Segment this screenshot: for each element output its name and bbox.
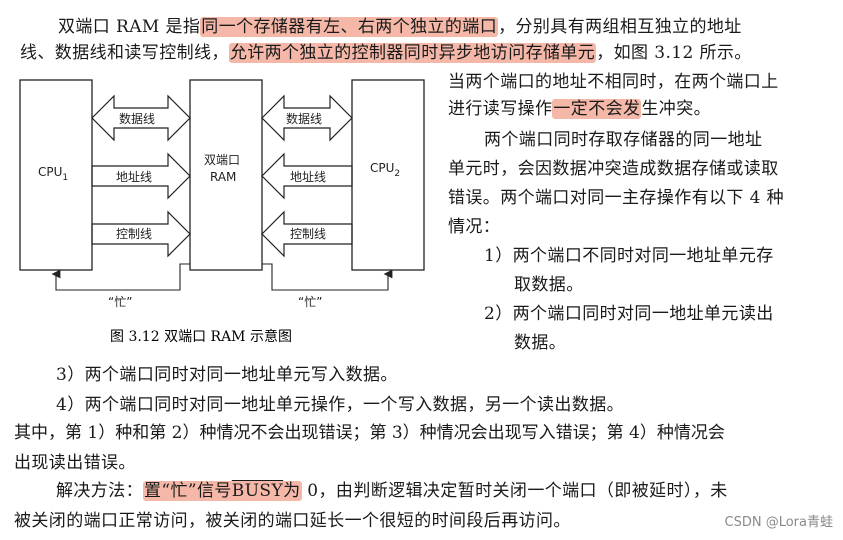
paragraph-line: 线、数据线和读写控制线，允许两个独立的控制器同时异步地访问存储单元，如图 3.1… [20,42,752,64]
paragraph-line: 双端口 RAM 是指同一个存储器有左、右两个独立的端口，分别具有两组相互独立的地… [58,16,742,38]
busy-right-label: “忙” [298,295,322,309]
address-bus-right [261,152,353,200]
busy-line-right [262,263,393,291]
address-bus-left [91,152,191,200]
control-bus-right-label: 控制线 [290,227,326,241]
text: 0，由判断逻辑决定暂时关闭一个端口（即被延时），未 [301,481,728,501]
text: 线、数据线和读写控制线， [20,43,229,63]
ram-label-2: RAM [210,170,236,184]
case-4: 4）两个端口同时对同一地址单元操作，一个写入数据，另一个读出数据。 [56,395,625,415]
cpu2-box [351,79,425,271]
right-line: 当两个端口的地址不相同时，在两个端口上 [448,72,779,92]
address-bus-left-label: 地址线 [116,170,152,184]
watermark: CSDN @Lora青蛙 [724,515,833,530]
data-bus-right [261,94,353,142]
text: 解决方法： [56,481,143,501]
summary-line: 出现读出错误。 [14,453,136,473]
right-line: 进行读写操作一定不会发生冲突。 [448,98,711,120]
highlighted-text: 置“忙”信号BUSY为 [143,481,302,501]
text: 双端口 RAM 是指 [58,17,201,37]
data-bus-left [91,94,191,142]
data-bus-left-label: 数据线 [119,111,155,126]
text: 进行读写操作 [448,99,553,119]
highlighted-text: 允许两个独立的控制器同时异步地访问存储单元 [228,43,597,63]
control-bus-left [91,210,191,258]
highlighted-text: 一定不会发 [552,99,642,119]
text: ，如图 3.12 所示。 [596,43,752,63]
cpu2-label: CPU2 [370,161,400,179]
case-2: 2）两个端口同时对同一地址单元读出 [484,304,774,324]
right-line: 错误。两个端口对同一主存操作有以下 4 种 [448,188,785,208]
solution-line-2: 被关闭的端口正常访问，被关闭的端口延长一个很短的时间段后再访问。 [14,511,571,531]
control-bus-right [261,210,353,258]
right-line: 单元时，会因数据冲突造成数据存储或读取 [448,159,779,179]
figure-caption: 图 3.12 双端口 RAM 示意图 [110,328,292,345]
text: 生冲突。 [641,99,712,119]
right-line: 情况： [448,217,501,237]
busy-left-label: “忙” [108,295,132,309]
case-1-cont: 取数据。 [514,275,584,295]
dual-port-ram-diagram: CPU1 双端口 RAM CPU2 数据线 地址线 控制线 数据线 地址线 控制… [19,79,425,345]
highlighted-text: 同一个存储器有左、右两个独立的端口 [200,17,499,37]
summary-line: 其中，第 1）种和第 2）种情况不会出现错误；第 3）种情况会出现写入错误；第 … [14,423,725,443]
solution-line: 解决方法：置“忙”信号BUSY为 0，由判断逻辑决定暂时关闭一个端口（即被延时）… [56,480,728,502]
busy-signal: BUSY [231,481,284,501]
cpu1-label: CPU1 [38,165,68,183]
busy-line-left [51,263,190,291]
text: ，分别具有两组相互独立的地址 [498,17,742,37]
control-bus-left-label: 控制线 [116,227,152,241]
case-2-cont: 数据。 [514,333,567,353]
data-bus-right-label: 数据线 [286,111,322,126]
right-line: 两个端口同时存取存储器的同一地址 [484,130,763,150]
ram-label-1: 双端口 [204,153,240,167]
case-3: 3）两个端口同时对同一地址单元写入数据。 [56,365,398,385]
case-1: 1）两个端口不同时对同一地址单元存 [484,246,774,266]
address-bus-right-label: 地址线 [290,170,326,184]
ram-box [189,79,263,271]
